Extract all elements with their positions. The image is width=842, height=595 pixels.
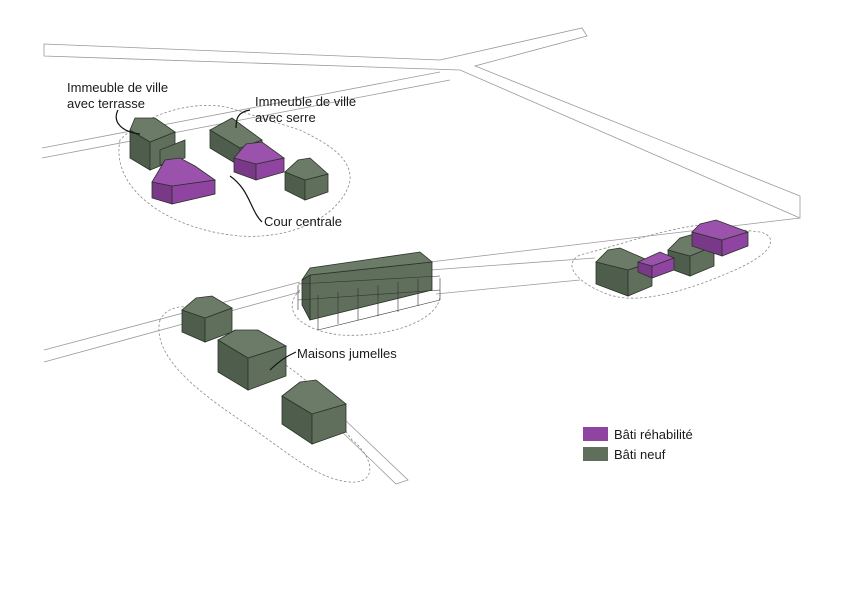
legend-label-rehab: Bâti réhabilité [614,427,693,442]
label-immeuble-terrasse: Immeuble de ville avec terrasse [67,80,172,111]
plot-boundaries [118,105,771,483]
legend-swatch-new [583,447,608,461]
label-immeuble-serre-line2: avec serre [255,110,316,125]
halle-structure-frame [297,275,441,331]
label-maisons-jumelles: Maisons jumelles [297,346,397,361]
label-cour-centrale: Cour centrale [264,214,342,229]
label-immeuble-serre-line1: Immeuble de ville [255,94,356,109]
building-maison-jumelle-3 [281,379,347,445]
building-grande-halle [297,251,441,331]
building-rehab-terrasse [151,157,217,205]
building-maison-jumelle-2 [217,329,287,391]
label-immeuble-serre: Immeuble de ville avec serre [255,94,360,125]
building-rehab-est-2 [691,219,750,257]
building-rehab-est-1 [636,251,676,279]
annotation-leaders [115,109,297,371]
legend-label-new: Bâti neuf [614,447,666,462]
building-maison-cour-droite [284,157,329,201]
label-immeuble-terrasse-line2: avec terrasse [67,96,145,111]
legend-swatch-rehab [583,427,608,441]
legend: Bâti réhabilité Bâti neuf [583,427,693,462]
building-rehab-serre [233,141,285,181]
label-immeuble-terrasse-line1: Immeuble de ville [67,80,168,95]
road-network [41,27,801,485]
building-maison-jumelle-1 [181,295,233,343]
